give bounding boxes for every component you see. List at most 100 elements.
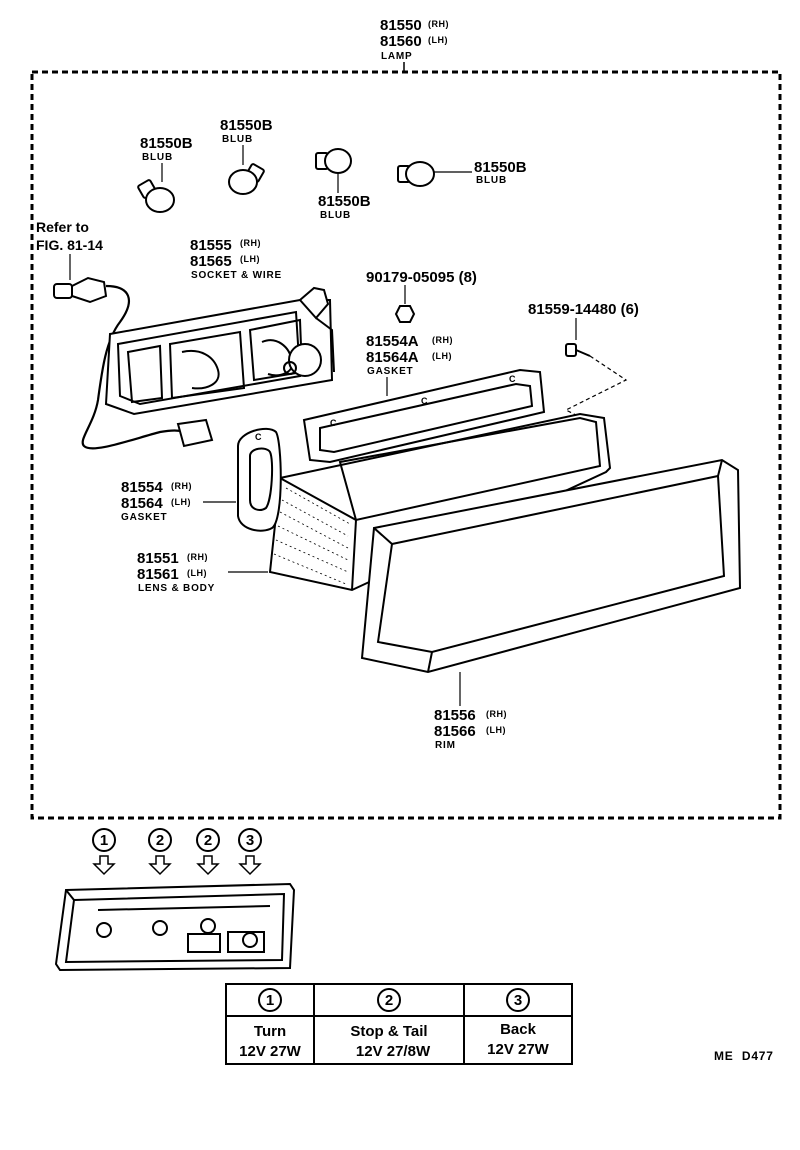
gasket-pn-lh: 81564 — [121, 495, 163, 512]
column-3-function: Back — [500, 1021, 537, 1038]
position-marker-2a: 2 — [148, 828, 172, 876]
bulb-3-pn: 81550B — [318, 193, 371, 210]
socket-suffix-rh: (RH) — [240, 238, 261, 248]
lens-name: LENS & BODY — [138, 583, 215, 594]
lens-pn-lh: 81561 — [137, 566, 179, 583]
bulb-3-name: BLUB — [320, 210, 351, 221]
table-column-1: 1 Turn 12V 27W — [239, 988, 302, 1060]
bulb-1-pn: 81550B — [140, 135, 193, 152]
rim-label: 81556 (RH) 81566 (LH) RIM — [434, 672, 507, 751]
gasket-suffix-rh: (RH) — [171, 481, 192, 491]
lamp-label: 81550 (RH) 81560 (LH) LAMP — [380, 17, 449, 72]
svg-text:1: 1 — [100, 832, 108, 849]
rim-name: RIM — [435, 740, 456, 751]
socket-suffix-lh: (LH) — [240, 254, 260, 264]
bulb-icon — [137, 179, 175, 213]
bulb-icon — [315, 148, 352, 174]
gasket-a-drawing: C C C — [302, 368, 546, 464]
clip-mark: C — [509, 374, 516, 384]
nut: 90179-05095 (8) — [366, 269, 477, 323]
refer-line-1: Refer to — [36, 219, 89, 235]
position-marker-2b: 2 — [196, 828, 220, 876]
screw-label: 81559-14480 (6) — [528, 301, 639, 318]
nut-icon — [394, 305, 416, 323]
clip-mark: C — [255, 432, 262, 442]
column-1-number: 1 — [266, 992, 274, 1009]
down-arrow-icon — [92, 855, 116, 876]
bulb-icon — [228, 163, 265, 195]
bulb-1: 81550B BLUB — [137, 135, 193, 213]
column-2-function: Stop & Tail — [350, 1023, 427, 1040]
rim-pn-lh: 81566 — [434, 723, 476, 740]
rim-suffix-rh: (RH) — [486, 709, 507, 719]
gasket-a-pn-rh: 81554A — [366, 333, 419, 350]
svg-text:2: 2 — [204, 832, 212, 849]
column-3-number: 3 — [514, 992, 522, 1009]
socket-pn-rh: 81555 — [190, 237, 232, 254]
down-arrow-icon — [238, 855, 262, 876]
clip-mark: C — [330, 418, 337, 428]
screw: 81559-14480 (6) — [528, 301, 639, 419]
gasket-pn-rh: 81554 — [121, 479, 163, 496]
gasket-a-suffix-lh: (LH) — [432, 351, 452, 361]
bulb-4-pn: 81550B — [474, 159, 527, 176]
bulb-4: 81550B BLUB — [397, 159, 527, 187]
gasket-label: 81554 (RH) 81564 (LH) GASKET — [121, 479, 236, 523]
socket-wire-label: 81555 (RH) 81565 (LH) SOCKET & WIRE — [190, 237, 282, 281]
column-3-spec: 12V 27W — [487, 1041, 550, 1058]
lamp-suffix-rh: (RH) — [428, 19, 449, 29]
bulb-2: 81550B BLUB — [220, 117, 273, 195]
lens-label: 81551 (RH) 81561 (LH) LENS & BODY — [137, 550, 268, 594]
bulb-2-name: BLUB — [222, 134, 253, 145]
lens-pn-rh: 81551 — [137, 550, 179, 567]
gasket-suffix-lh: (LH) — [171, 497, 191, 507]
column-2-number: 2 — [385, 992, 393, 1009]
gasket-a-label: 81554A (RH) 81564A (LH) GASKET — [366, 333, 453, 396]
refer-line-2: FIG. 81-14 — [36, 237, 103, 253]
column-2-spec: 12V 27/8W — [356, 1043, 431, 1060]
clip-mark-group: C C C — [330, 374, 516, 428]
table-column-3: 3 Back 12V 27W — [487, 988, 550, 1058]
bulb-3: 81550B BLUB — [315, 148, 371, 221]
figure-code: ME D477 — [714, 1049, 774, 1063]
down-arrow-icon — [148, 855, 172, 876]
bulb-1-name: BLUB — [142, 152, 173, 163]
position-marker-1: 1 — [92, 828, 116, 876]
bulb-spec-table: 1 Turn 12V 27W 2 Stop & Tail 12V 27/8W 3… — [225, 983, 573, 1065]
lens-suffix-rh: (RH) — [187, 552, 208, 562]
svg-text:2: 2 — [156, 832, 164, 849]
assembly-boundary — [30, 70, 782, 820]
lamp-name: LAMP — [381, 51, 413, 62]
nut-label: 90179-05095 (8) — [366, 269, 477, 286]
socket-wire-drawing — [53, 276, 335, 450]
gasket-name: GASKET — [121, 512, 167, 523]
gasket-a-name: GASKET — [367, 366, 413, 377]
gasket-a-suffix-rh: (RH) — [432, 335, 453, 345]
position-markers: 1 2 2 3 — [92, 828, 262, 876]
gasket-a-pn-lh: 81564A — [366, 349, 419, 366]
bulb-4-name: BLUB — [476, 175, 507, 186]
refer-note: Refer to FIG. 81-14 — [36, 219, 103, 280]
lamp-suffix-lh: (LH) — [428, 35, 448, 45]
position-marker-3: 3 — [238, 828, 262, 876]
lamp-pn-lh: 81560 — [380, 33, 422, 50]
rim-drawing — [360, 458, 742, 674]
lens-suffix-lh: (LH) — [187, 568, 207, 578]
socket-pn-lh: 81565 — [190, 253, 232, 270]
lamp-front-view — [54, 882, 296, 972]
column-1-function: Turn — [254, 1023, 286, 1040]
column-1-spec: 12V 27W — [239, 1043, 302, 1060]
svg-text:3: 3 — [246, 832, 254, 849]
clip-mark: C — [421, 396, 428, 406]
bulb-icon — [397, 161, 435, 187]
lens-body-drawing — [268, 412, 612, 592]
table-column-2: 2 Stop & Tail 12V 27/8W — [350, 988, 431, 1060]
screw-icon — [565, 343, 591, 357]
down-arrow-icon — [196, 855, 220, 876]
lamp-pn-rh: 81550 — [380, 17, 422, 34]
rim-pn-rh: 81556 — [434, 707, 476, 724]
socket-name: SOCKET & WIRE — [191, 270, 282, 281]
gasket-drawing: C — [237, 427, 282, 532]
bulb-2-pn: 81550B — [220, 117, 273, 134]
